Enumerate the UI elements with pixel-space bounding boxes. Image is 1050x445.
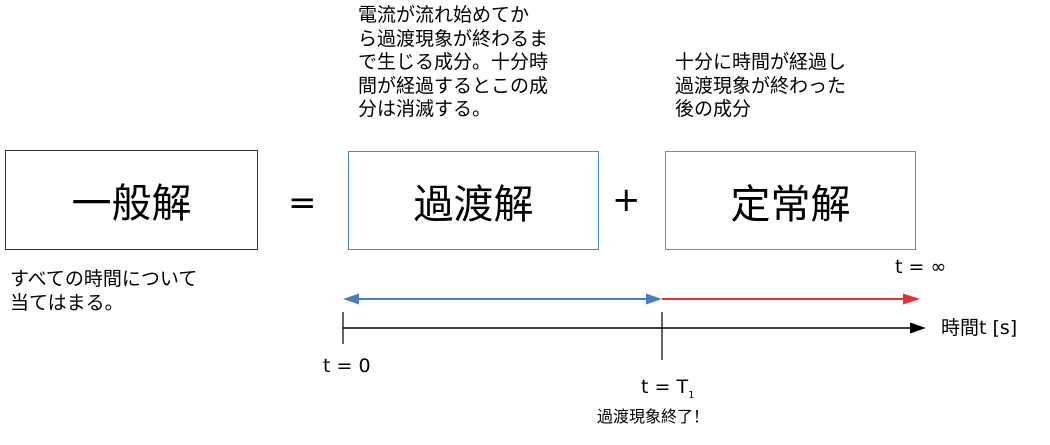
time-axis-label: 時間t [s] bbox=[941, 317, 1018, 339]
steady-state-description: 十分に時間が経過し 過渡現象が終わった 後の成分 bbox=[675, 51, 847, 120]
t-one-prefix: t = T bbox=[641, 376, 689, 398]
steady-state-solution-label: 定常解 bbox=[730, 181, 851, 228]
equals-sign: = bbox=[288, 183, 317, 223]
steady-arrow-head bbox=[903, 293, 920, 305]
general-solution-label: 一般解 bbox=[71, 181, 192, 227]
transient-description: 電流が流れ始めてか ら過渡現象が終わるま で生じる成分。十分時 間が経過するとこ… bbox=[358, 4, 549, 120]
t-one-subscript: 1 bbox=[688, 389, 695, 401]
transient-solution-box: 過渡解 bbox=[348, 151, 599, 250]
transient-arrow-left-head bbox=[343, 293, 359, 305]
transient-end-label: 過渡現象終了！ bbox=[597, 407, 710, 426]
general-solution-box: 一般解 bbox=[5, 150, 258, 250]
transient-solution-label: 過渡解 bbox=[413, 181, 534, 228]
steady-state-solution-box: 定常解 bbox=[665, 151, 916, 250]
t-zero-label: t = 0 bbox=[323, 355, 371, 377]
plus-sign: + bbox=[612, 180, 641, 220]
transient-arrow-right-head bbox=[646, 293, 662, 305]
t-one-label: t = T1 bbox=[641, 378, 694, 401]
time-axis-arrow-head bbox=[910, 322, 926, 334]
t-infinity-label: t = ∞ bbox=[895, 256, 947, 278]
general-solution-description: すべての時間について 当てはまる。 bbox=[10, 268, 198, 314]
